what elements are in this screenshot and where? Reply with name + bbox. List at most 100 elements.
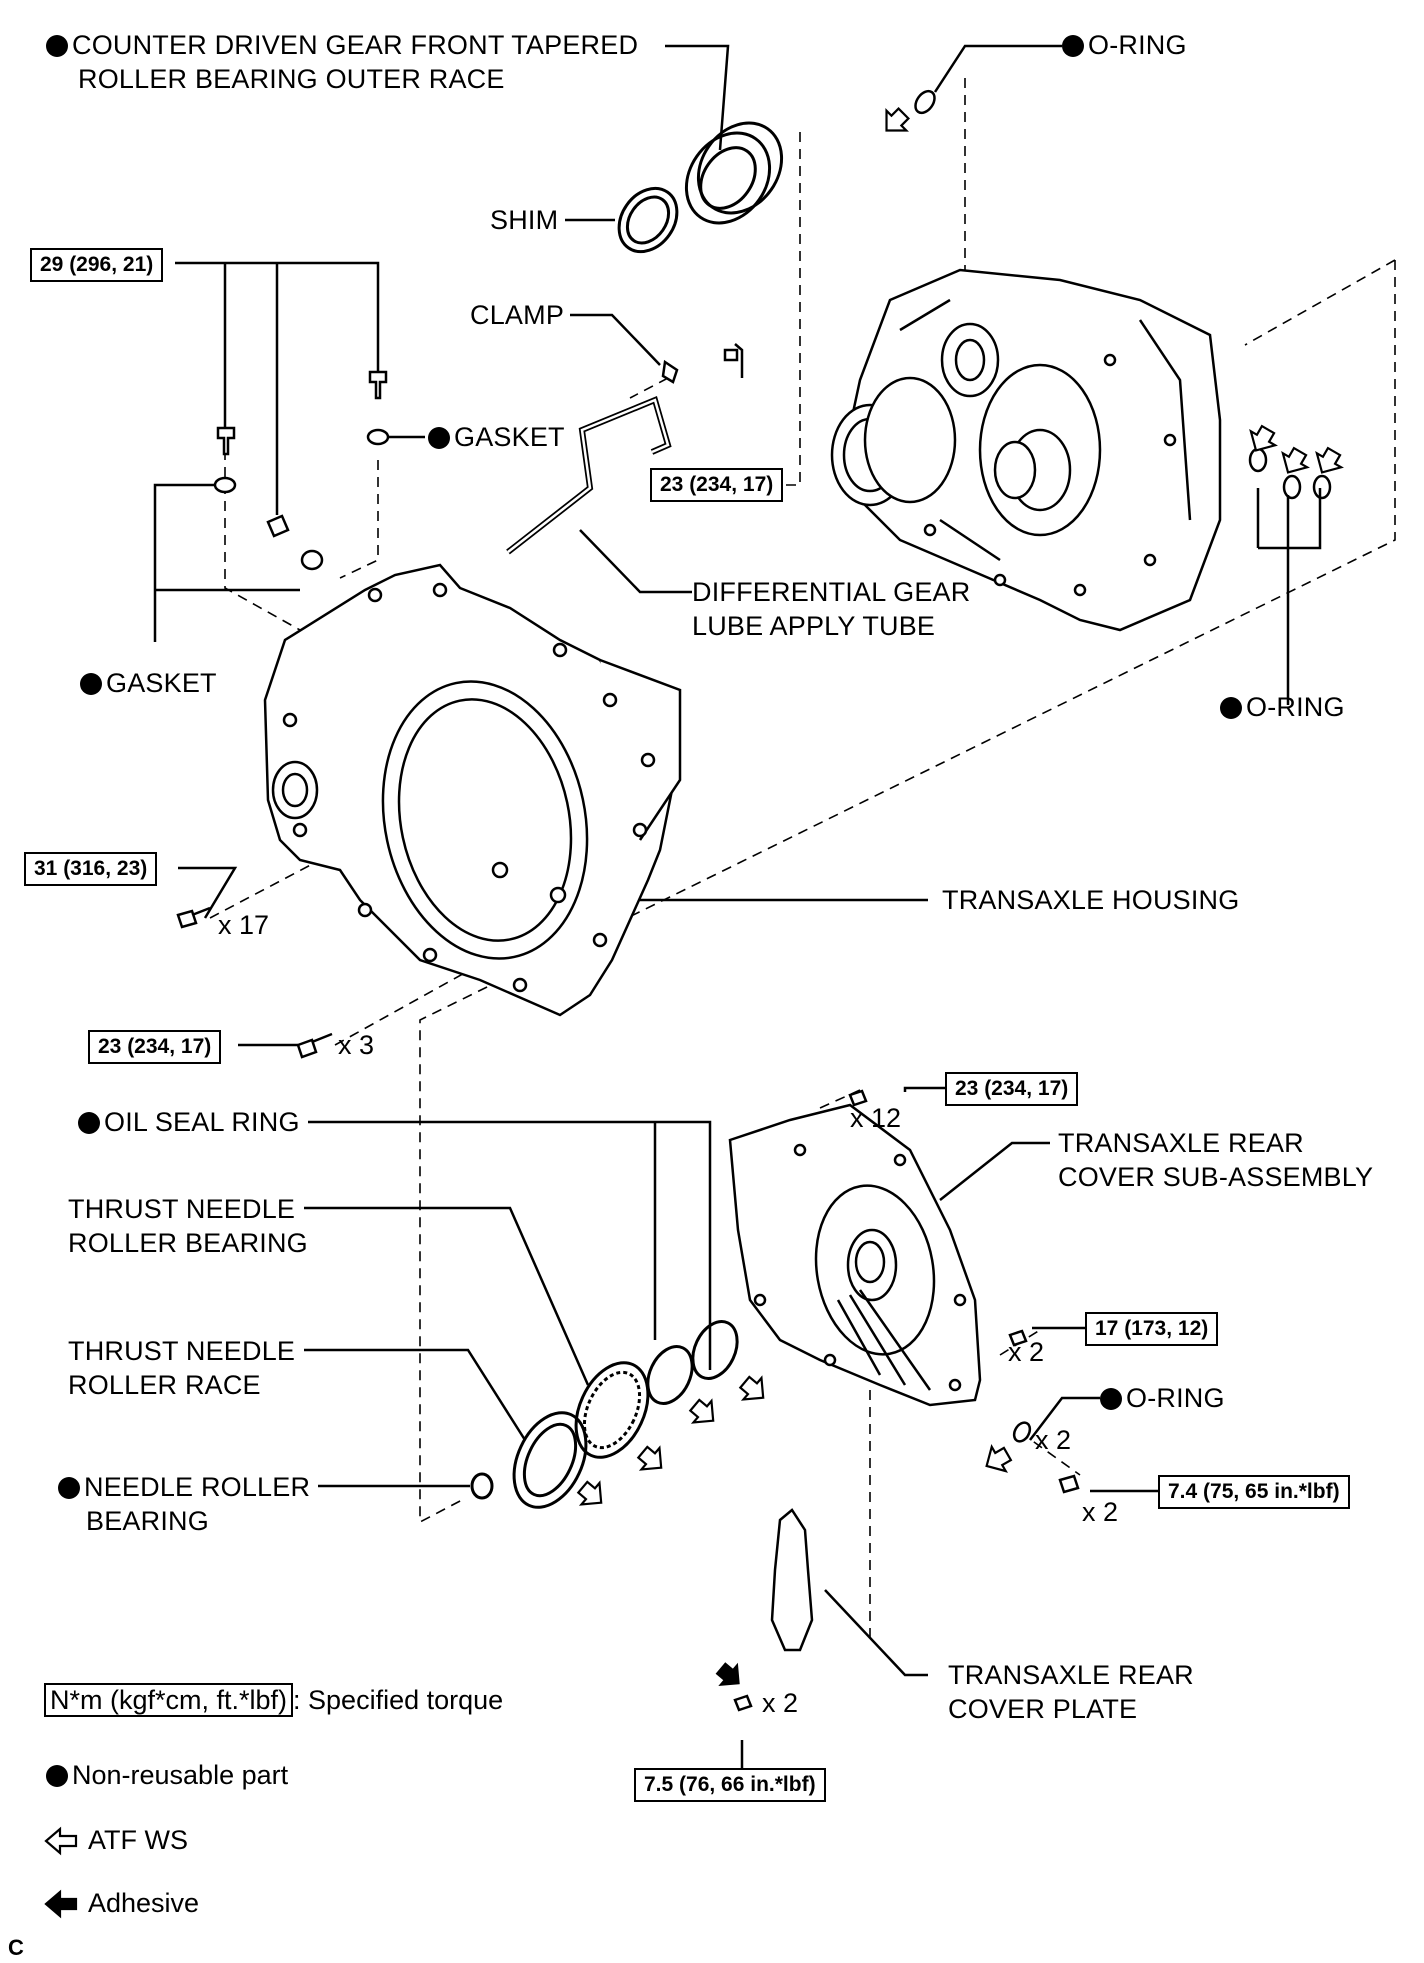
leader-rear-plate bbox=[824, 1589, 928, 1677]
bolt-x12 bbox=[848, 1089, 868, 1107]
label-rear-cover: TRANSAXLE REAR bbox=[1058, 1128, 1304, 1158]
label-oring-top: O-RING bbox=[1062, 28, 1187, 62]
plug-c bbox=[266, 514, 290, 538]
legend-adhesive: Adhesive bbox=[88, 1888, 200, 1918]
clamp-bolt bbox=[723, 348, 739, 362]
label-oring-lower: O-RING bbox=[1100, 1381, 1225, 1415]
oil-seal-ring-b bbox=[691, 1320, 739, 1380]
o-ring-top bbox=[914, 89, 936, 115]
torque-box-23-cover: 23 (234, 17) bbox=[945, 1072, 1079, 1106]
non-reusable-dot-icon bbox=[78, 1112, 100, 1134]
clamp-part bbox=[661, 359, 679, 384]
label-counter-gear: COUNTER DRIVEN GEAR FRONT TAPERED bbox=[46, 28, 638, 62]
legend-torque-unit: N*m (kgf*cm, ft.*lbf) bbox=[44, 1683, 294, 1717]
label-gasket-left: GASKET bbox=[80, 666, 217, 700]
qty-x2-oring: x 2 bbox=[1035, 1425, 1072, 1455]
legend-adhesive-icon bbox=[44, 1889, 78, 1919]
label-counter-gear-2: ROLLER BEARING OUTER RACE bbox=[78, 64, 505, 94]
legend-torque: N*m (kgf*cm, ft.*lbf): Specified torque bbox=[44, 1683, 504, 1717]
leader-housing bbox=[599, 878, 928, 902]
footer-code: C bbox=[8, 1935, 24, 1960]
transmission-case-drawing bbox=[830, 268, 1222, 632]
rear-cover-plate bbox=[770, 1508, 814, 1652]
leader-diff-tube bbox=[579, 529, 692, 594]
leader-clamp-bolt bbox=[734, 343, 744, 378]
label-thrust-race: THRUST NEEDLE bbox=[68, 1336, 296, 1366]
legend-atf-icon bbox=[44, 1826, 78, 1856]
qty-x2-bolt-b: x 2 bbox=[1082, 1497, 1119, 1527]
label-gasket-upper: GASKET bbox=[428, 420, 565, 454]
plate-bolt bbox=[733, 1694, 753, 1712]
label-needle-2: BEARING bbox=[86, 1506, 209, 1536]
qty-x3: x 3 bbox=[338, 1030, 375, 1060]
leader-29-drops bbox=[223, 263, 279, 515]
dash-31 bbox=[209, 859, 321, 919]
leader-oil-seal bbox=[308, 1120, 712, 1370]
bolt-29-a bbox=[368, 370, 388, 400]
label-rear-plate: TRANSAXLE REAR bbox=[948, 1660, 1194, 1690]
bolt-x2-a bbox=[1008, 1329, 1028, 1347]
label-thrust-race-2: ROLLER RACE bbox=[68, 1370, 261, 1400]
leader-oring-top bbox=[933, 44, 1062, 93]
leader-31 bbox=[178, 866, 238, 919]
non-reusable-dot-icon bbox=[46, 35, 68, 57]
non-reusable-dot-icon bbox=[428, 427, 450, 449]
leader-clamp bbox=[570, 313, 661, 366]
non-reusable-dot-icon bbox=[80, 673, 102, 695]
qty-x2-bolt: x 2 bbox=[1008, 1337, 1045, 1367]
leader-23-cover bbox=[903, 1086, 945, 1092]
atf-arrows bbox=[576, 107, 1344, 1506]
torque-box-23-clamp: 23 (234, 17) bbox=[650, 468, 784, 502]
label-diff-tube: DIFFERENTIAL GEAR bbox=[692, 577, 971, 607]
qty-x2-plate: x 2 bbox=[762, 1688, 799, 1718]
label-rear-cover-2: COVER SUB-ASSEMBLY bbox=[1058, 1162, 1374, 1192]
label-shim: SHIM bbox=[490, 205, 559, 235]
label-thrust-bearing-2: ROLLER BEARING bbox=[68, 1228, 308, 1258]
label-oil-seal: OIL SEAL RING bbox=[78, 1105, 300, 1139]
needle-bearing bbox=[470, 1472, 494, 1500]
leader-counter-gear bbox=[665, 44, 730, 151]
gasket-c bbox=[300, 549, 324, 571]
legend-non-reusable: Non-reusable part bbox=[46, 1760, 288, 1791]
dash-clamp bbox=[629, 377, 669, 399]
dash-oring-lower bbox=[1019, 1431, 1081, 1476]
leader-rear-cover bbox=[939, 1141, 1050, 1201]
label-rear-plate-2: COVER PLATE bbox=[948, 1694, 1138, 1724]
label-diff-tube-2: LUBE APPLY TUBE bbox=[692, 611, 936, 641]
legend-atf: ATF WS bbox=[88, 1825, 188, 1855]
label-housing: TRANSAXLE HOUSING bbox=[942, 885, 1240, 915]
bolt-x2-b bbox=[1058, 1474, 1080, 1494]
thrust-race bbox=[512, 1411, 588, 1509]
non-reusable-dot-icon bbox=[58, 1477, 80, 1499]
leader-29-bracket bbox=[175, 261, 380, 372]
label-thrust-bearing: THRUST NEEDLE bbox=[68, 1194, 296, 1224]
bolt-x3 bbox=[296, 1032, 333, 1059]
legend-torque-desc: : Specified torque bbox=[293, 1685, 504, 1715]
non-reusable-dot-icon bbox=[46, 1765, 68, 1787]
dash-housing-bolts bbox=[224, 450, 379, 631]
label-clamp: CLAMP bbox=[470, 300, 565, 330]
adhesive-arrow bbox=[715, 1662, 740, 1687]
bolt-x17 bbox=[176, 906, 211, 929]
counter-gear-outer-race bbox=[684, 121, 784, 225]
qty-x17: x 17 bbox=[218, 910, 270, 940]
torque-box-7-5: 7.5 (76, 66 in.*lbf) bbox=[634, 1768, 826, 1802]
rear-cover-drawing bbox=[728, 1103, 982, 1407]
dash-main-frame bbox=[419, 259, 1396, 1524]
gasket-a bbox=[366, 428, 390, 446]
label-needle: NEEDLE ROLLER bbox=[58, 1470, 310, 1504]
torque-box-31: 31 (316, 23) bbox=[24, 852, 158, 886]
torque-box-7-4: 7.4 (75, 65 in.*lbf) bbox=[1158, 1475, 1350, 1509]
leader-oring-right bbox=[1256, 488, 1322, 705]
o-ring-lower bbox=[1012, 1421, 1032, 1443]
torque-box-23-lower: 23 (234, 17) bbox=[88, 1030, 222, 1064]
bolt-29-b bbox=[216, 426, 236, 456]
label-oring-right: O-RING bbox=[1220, 690, 1345, 724]
leader-oring-lower bbox=[1029, 1396, 1100, 1441]
qty-x12: x 12 bbox=[850, 1103, 902, 1133]
transaxle-housing-drawing bbox=[263, 563, 682, 1017]
torque-box-29: 29 (296, 21) bbox=[30, 248, 164, 282]
thrust-bearing bbox=[574, 1361, 650, 1459]
non-reusable-dot-icon bbox=[1220, 697, 1242, 719]
